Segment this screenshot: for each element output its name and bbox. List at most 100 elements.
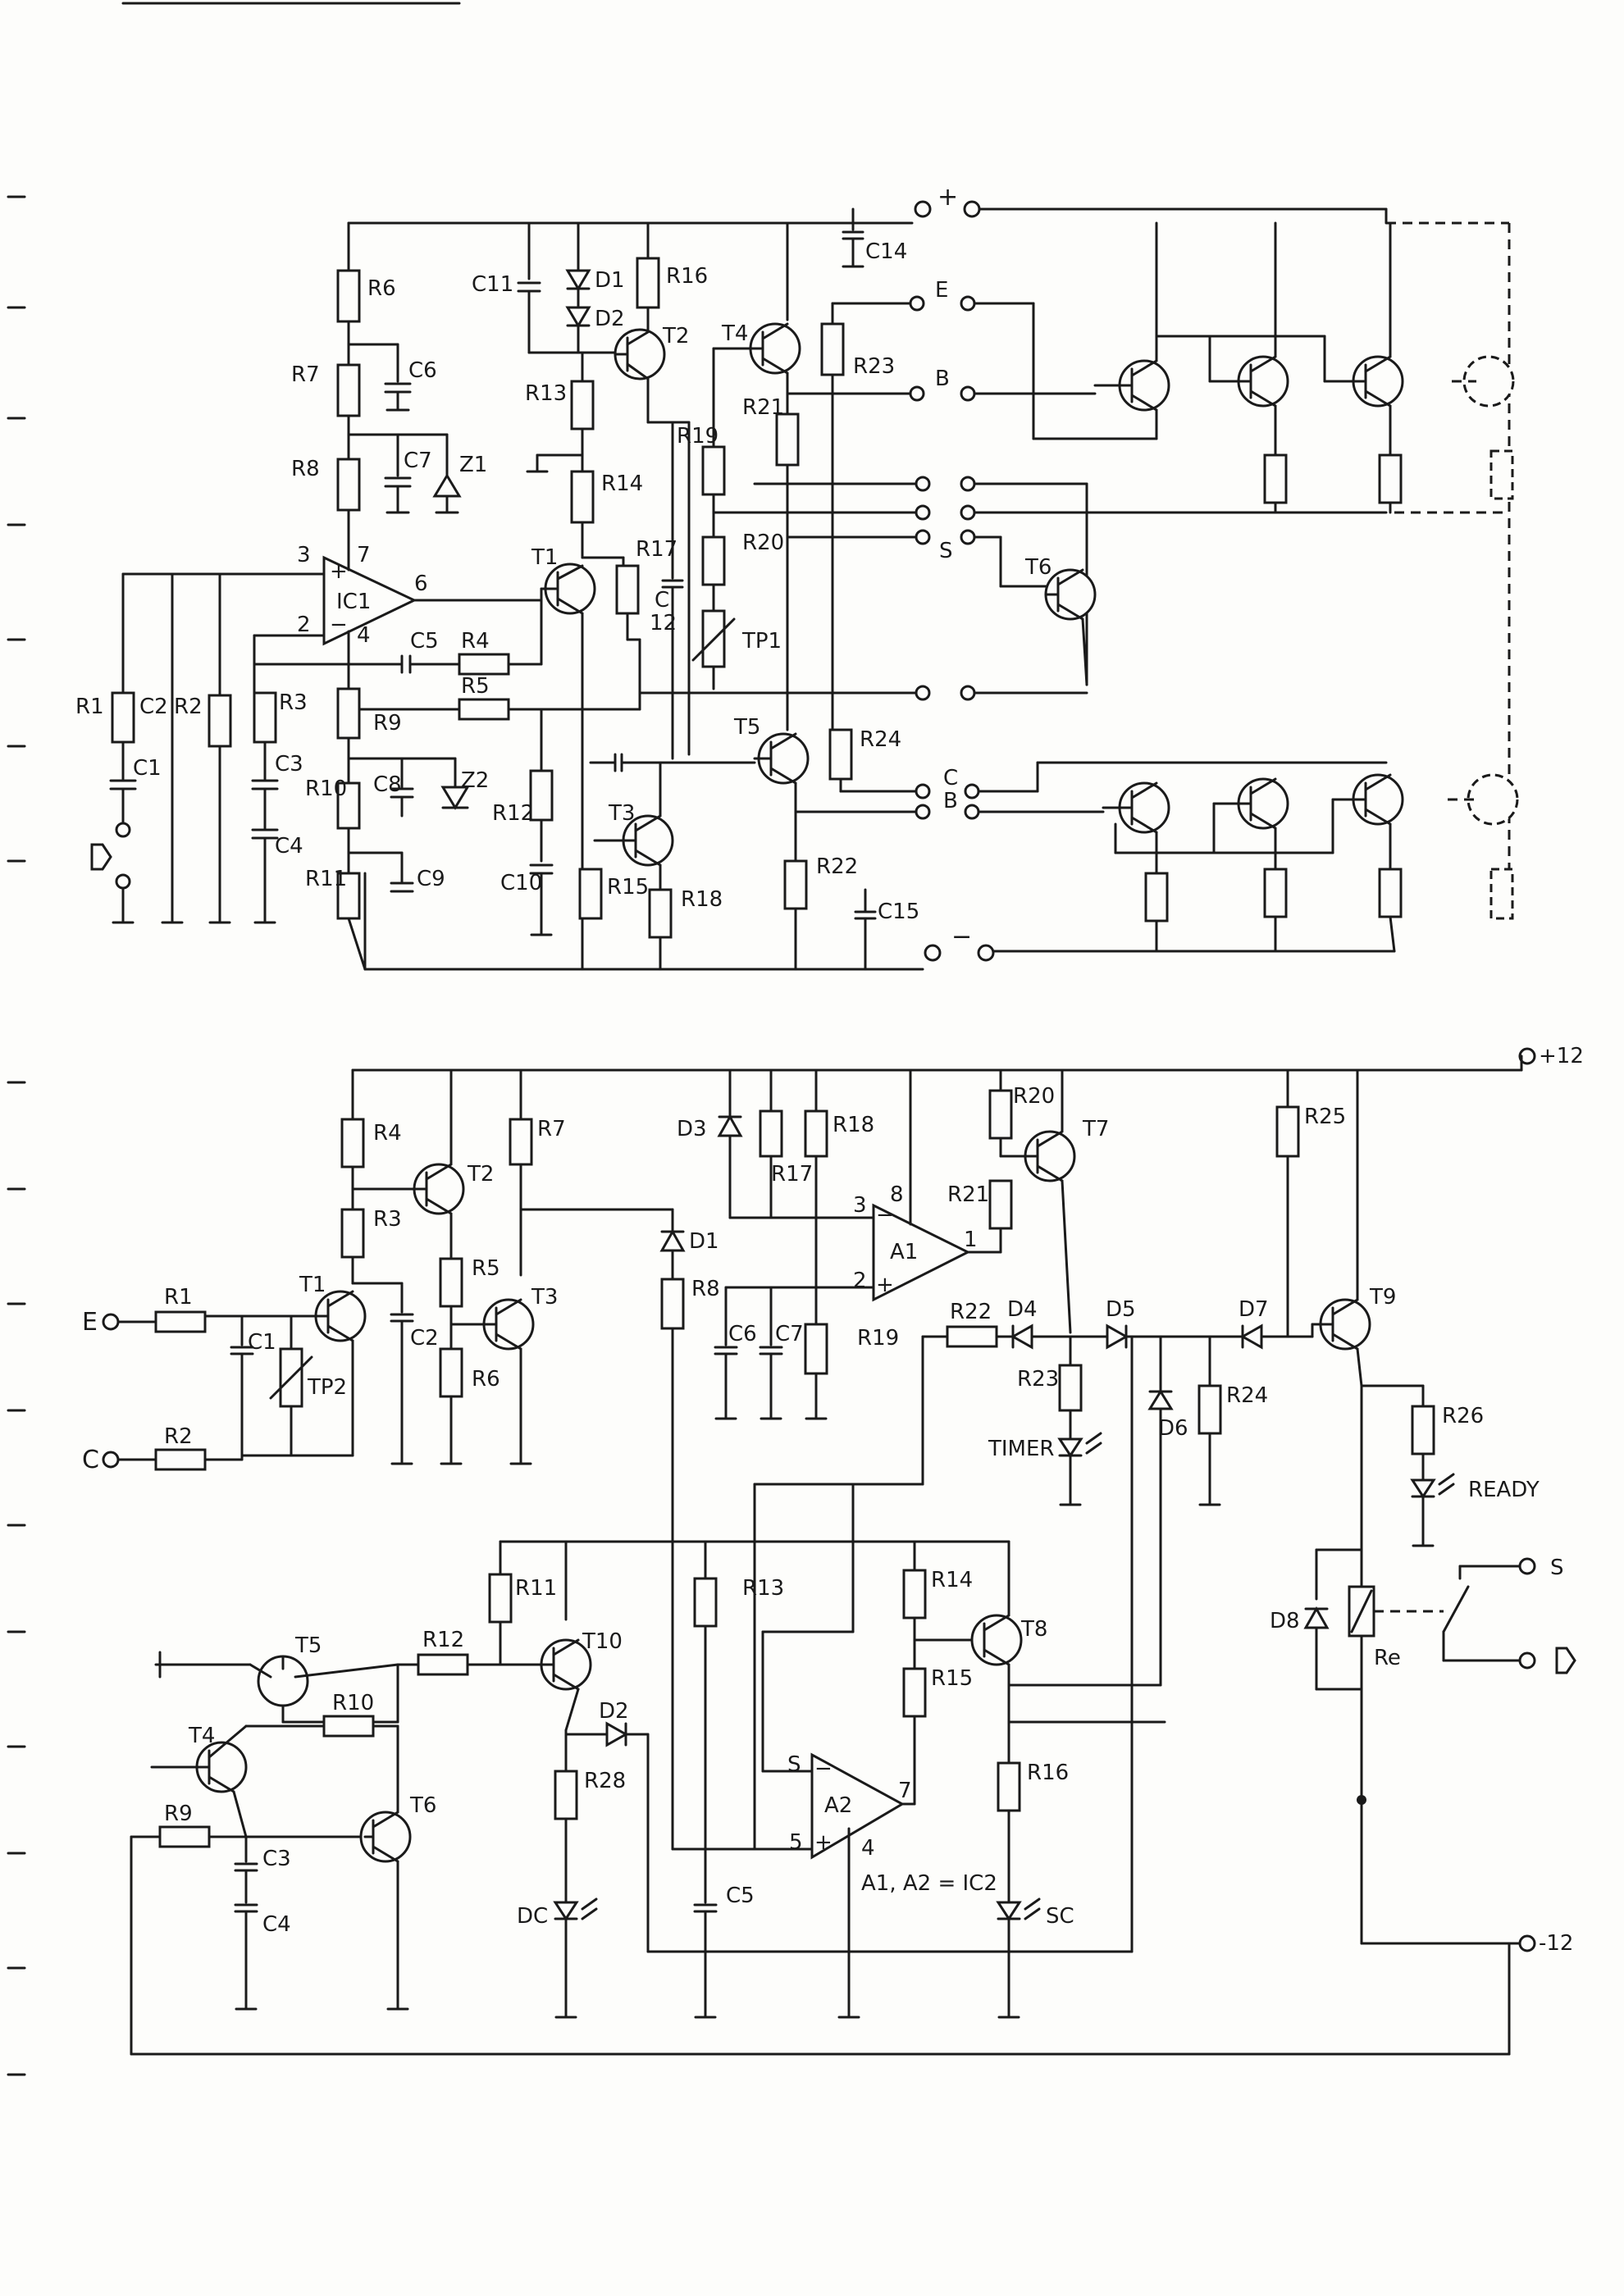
resistor-r20-lower bbox=[988, 1089, 1013, 1140]
resistor-r4-lower bbox=[340, 1118, 365, 1168]
plus-terminal-b[interactable] bbox=[963, 200, 981, 218]
terminal-row2-b[interactable] bbox=[960, 504, 976, 521]
terminal-s-b[interactable] bbox=[960, 529, 976, 545]
a2-pin7: 7 bbox=[898, 1779, 912, 1803]
label-t10-lower: T10 bbox=[582, 1629, 623, 1654]
label-c-input: C bbox=[82, 1446, 99, 1474]
label-s-output: S bbox=[1550, 1556, 1564, 1580]
input-terminal-b[interactable] bbox=[115, 873, 131, 890]
label-c1-lower: C1 bbox=[248, 1330, 276, 1355]
label-r7: R7 bbox=[291, 362, 320, 387]
terminal-mid-a[interactable] bbox=[915, 685, 931, 701]
label-relay-re: Re bbox=[1374, 1646, 1401, 1670]
label-t2-lower: T2 bbox=[467, 1162, 494, 1187]
resistor-r14-lower bbox=[902, 1569, 927, 1620]
ic1-pin2: 2 bbox=[297, 613, 311, 637]
terminal-s-output[interactable] bbox=[1518, 1557, 1536, 1575]
diode-d8-lower bbox=[1303, 1606, 1330, 1629]
label-c4-lower: C4 bbox=[262, 1912, 291, 1937]
terminal-output-b[interactable] bbox=[1518, 1651, 1536, 1670]
label-r20: R20 bbox=[742, 531, 784, 555]
resistor-r24 bbox=[828, 728, 853, 781]
input-terminal-a[interactable] bbox=[115, 822, 131, 838]
label-timer: TIMER bbox=[988, 1437, 1054, 1461]
output-jack-icon bbox=[1555, 1647, 1576, 1674]
label-t5-lower: T5 bbox=[294, 1633, 322, 1658]
minus-terminal-b[interactable] bbox=[977, 944, 995, 962]
diode-d7-lower bbox=[1239, 1323, 1263, 1350]
ic1-pin6: 6 bbox=[414, 572, 428, 596]
terminal-e-a[interactable] bbox=[909, 295, 925, 312]
ic1-pin7: 7 bbox=[357, 543, 371, 567]
optional-resistor-lower bbox=[1489, 868, 1514, 920]
label-r2-lower: R2 bbox=[164, 1424, 193, 1449]
resistor-r17 bbox=[615, 564, 640, 615]
resistor-r16-lower bbox=[997, 1761, 1021, 1812]
label-d4-lower: D4 bbox=[1007, 1297, 1038, 1322]
label-b: B bbox=[935, 367, 950, 391]
terminal-e-input[interactable] bbox=[102, 1313, 120, 1331]
diode-d5-lower bbox=[1106, 1323, 1129, 1350]
label-r5: R5 bbox=[461, 674, 490, 699]
terminal-mid-b[interactable] bbox=[960, 685, 976, 701]
label-r11-lower: R11 bbox=[515, 1576, 557, 1601]
terminal-row2-a[interactable] bbox=[915, 504, 931, 521]
label-d8-lower: D8 bbox=[1270, 1609, 1300, 1633]
resistor-r9 bbox=[336, 687, 361, 740]
terminal-row1-b[interactable] bbox=[960, 476, 976, 492]
label-minus12: -12 bbox=[1539, 1931, 1573, 1956]
resistor-r18 bbox=[648, 888, 673, 939]
a1-pin8: 8 bbox=[890, 1182, 904, 1207]
label-r24-lower: R24 bbox=[1226, 1383, 1268, 1408]
resistor-r17-lower bbox=[759, 1109, 783, 1158]
label-d1: D1 bbox=[595, 268, 625, 293]
terminal-c-b[interactable] bbox=[964, 783, 980, 800]
terminal-b2-b[interactable] bbox=[964, 804, 980, 820]
diode-d4-lower bbox=[1010, 1323, 1033, 1350]
terminal-b-b[interactable] bbox=[960, 385, 976, 402]
terminal-s-a[interactable] bbox=[915, 529, 931, 545]
terminal-b2-a[interactable] bbox=[915, 804, 931, 820]
minus-terminal-a[interactable] bbox=[924, 944, 942, 962]
emitter-resistor-l1 bbox=[1144, 872, 1169, 922]
a1-pin1: 1 bbox=[964, 1228, 978, 1252]
label-r5-lower: R5 bbox=[472, 1256, 500, 1281]
resistor-r1-lower bbox=[154, 1310, 207, 1333]
label-c1: C1 bbox=[133, 756, 162, 781]
label-r12-lower: R12 bbox=[422, 1628, 464, 1652]
label-r11: R11 bbox=[305, 867, 347, 891]
resistor-r7-lower bbox=[509, 1118, 533, 1166]
input-jack-icon bbox=[90, 843, 112, 871]
diode-d1-lower bbox=[659, 1228, 686, 1252]
terminal-c-input[interactable] bbox=[102, 1451, 120, 1469]
label-t1-lower: T1 bbox=[299, 1273, 326, 1297]
label-r12: R12 bbox=[492, 801, 534, 826]
plus-label: + bbox=[937, 183, 958, 212]
terminal-b-a[interactable] bbox=[909, 385, 925, 402]
resistor-r24-lower bbox=[1197, 1384, 1222, 1435]
terminal-c-a[interactable] bbox=[915, 783, 931, 800]
label-t2: T2 bbox=[662, 324, 689, 348]
label-r1-lower: R1 bbox=[164, 1285, 193, 1310]
label-r24: R24 bbox=[860, 727, 901, 752]
resistor-r16 bbox=[636, 257, 660, 309]
a2-pin5: 5 bbox=[789, 1830, 803, 1855]
resistor-r3-lower bbox=[340, 1208, 365, 1259]
label-c5: C5 bbox=[410, 629, 439, 654]
lower-circuit: +12 R4 R3 T2 R5 R6 T1 bbox=[82, 1044, 1584, 2056]
label-r8: R8 bbox=[291, 457, 320, 481]
plus-terminal-a[interactable] bbox=[914, 200, 932, 218]
label-r26-lower: R26 bbox=[1442, 1404, 1484, 1428]
label-t5: T5 bbox=[733, 715, 760, 740]
label-r14: R14 bbox=[601, 472, 643, 496]
label-c2: C2 bbox=[139, 695, 168, 719]
label-r21-lower: R21 bbox=[947, 1182, 989, 1207]
label-t7-lower: T7 bbox=[1082, 1117, 1109, 1141]
label-dc: DC bbox=[517, 1904, 548, 1929]
terminal-e-b[interactable] bbox=[960, 295, 976, 312]
terminal-minus12[interactable] bbox=[1518, 1934, 1536, 1952]
label-r10: R10 bbox=[305, 777, 347, 801]
optional-transistor-lower bbox=[1467, 773, 1519, 826]
terminal-row1-a[interactable] bbox=[915, 476, 931, 492]
label-z2: Z2 bbox=[461, 768, 489, 793]
